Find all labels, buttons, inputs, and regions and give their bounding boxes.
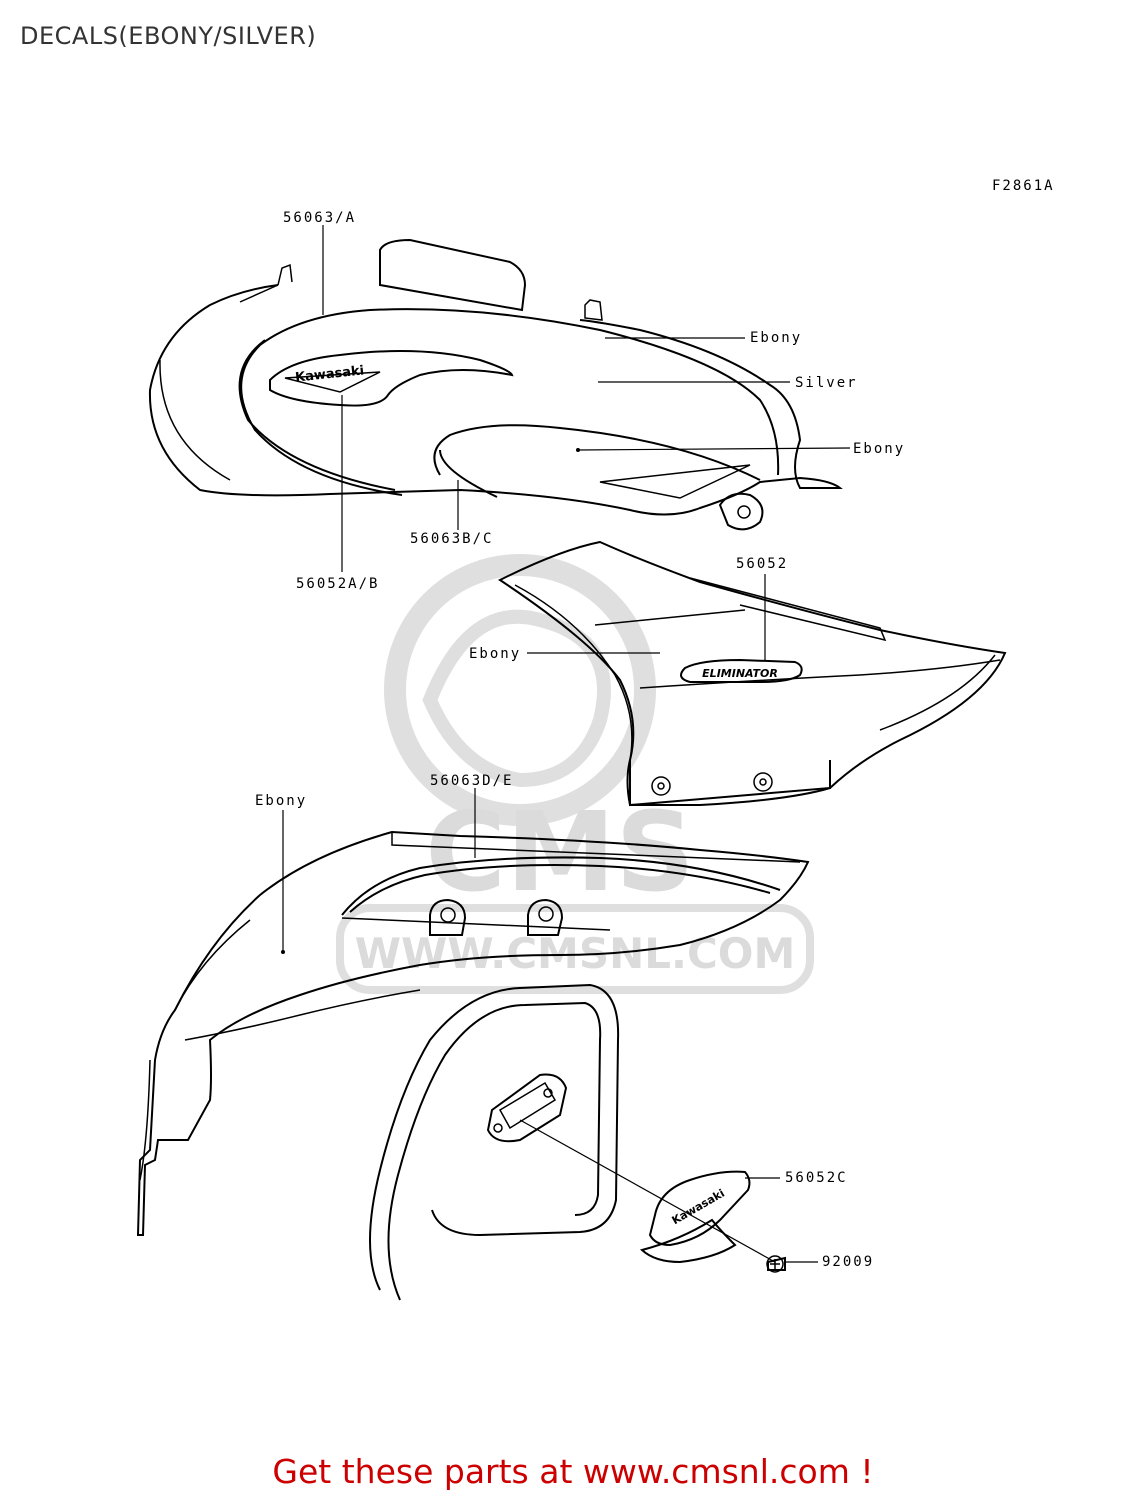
label-fender-color: Ebony — [255, 793, 307, 809]
label-tank-lower-stripe: 56063B/C — [410, 531, 493, 547]
side-cover-callouts: 56052 Ebony — [469, 556, 788, 662]
figure-code: F2861A — [992, 178, 1055, 194]
screw-92009 — [766, 1255, 786, 1273]
tank-callouts: 56063/A Ebony Silver Ebony 56063B/C 5605… — [283, 210, 905, 592]
watermark-url-bar — [336, 904, 814, 994]
parts-diagram: CMS WWW.CMSNL.COM F2861A Kawasaki 56063/… — [136, 178, 1055, 1301]
watermark: CMS WWW.CMSNL.COM — [336, 554, 814, 994]
label-side-cover-color: Ebony — [469, 646, 521, 662]
promo-link[interactable]: Get these parts at www.cmsnl.com ! — [272, 1452, 874, 1491]
emblem-callouts: 56052C 92009 — [519, 1119, 874, 1270]
fuel-tank: Kawasaki — [148, 238, 843, 531]
watermark-mascot — [422, 609, 611, 788]
label-tank-color-top: Ebony — [750, 330, 802, 346]
fender-callouts: Ebony 56063D/E — [255, 773, 513, 954]
rear-emblem: Kawasaki — [639, 1170, 751, 1264]
label-tank-color-main: Silver — [795, 375, 858, 391]
label-tank-color-lower: Ebony — [853, 441, 905, 457]
watermark-url: WWW.CMSNL.COM — [355, 929, 796, 978]
label-fender-stripe: 56063D/E — [430, 773, 513, 789]
side-cover: ELIMINATOR — [498, 540, 1007, 807]
label-screw: 92009 — [822, 1254, 874, 1270]
label-tank-emblem: 56052A/B — [296, 576, 379, 592]
label-tank-stripe: 56063/A — [283, 210, 356, 226]
label-side-cover-decal: 56052 — [736, 556, 788, 572]
rear-fender — [136, 830, 810, 1301]
page-title: DECALS(EBONY/SILVER) — [20, 22, 317, 50]
side-cover-logo-text: ELIMINATOR — [702, 667, 778, 680]
watermark-ring — [384, 554, 656, 826]
tank-emblem-text: Kawasaki — [294, 363, 364, 385]
label-rear-emblem: 56052C — [785, 1170, 848, 1186]
